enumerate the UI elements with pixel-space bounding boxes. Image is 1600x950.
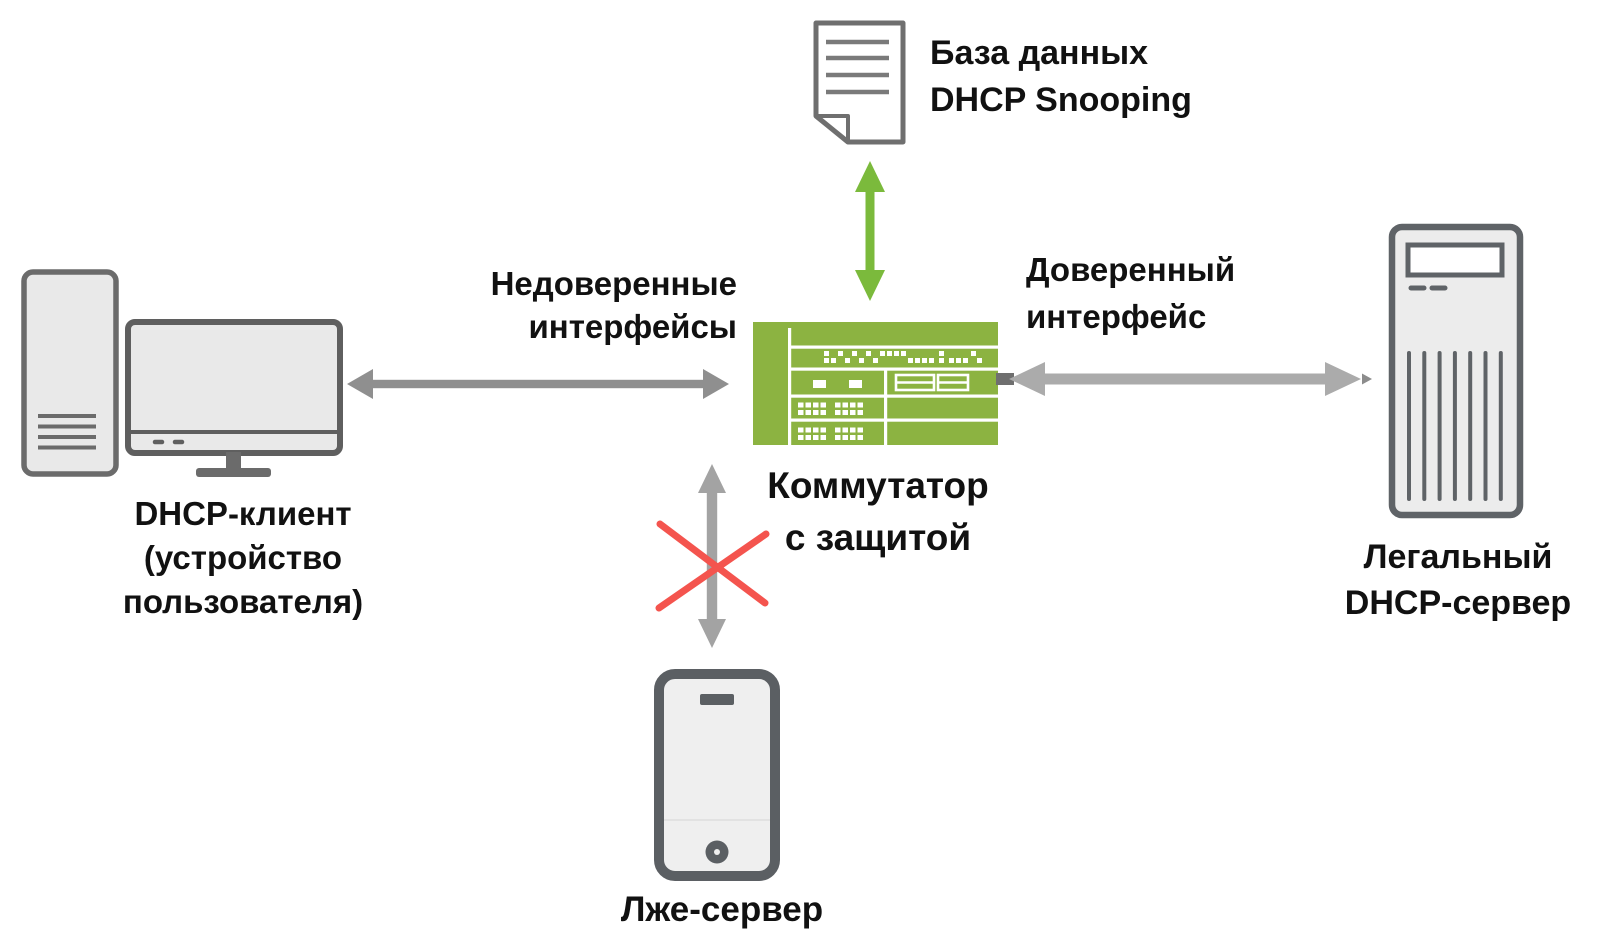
client-label-line2: (устройство bbox=[143, 539, 343, 576]
blocked-rogue-arrow bbox=[698, 464, 726, 648]
database-label: База данных DHCP Snooping bbox=[930, 30, 1192, 124]
server-label-line2: DHCP-сервер bbox=[1344, 584, 1572, 622]
untrusted-interfaces-label: Недоверенные интерфейсы bbox=[437, 262, 737, 348]
trusted-interface-arrow bbox=[996, 362, 1372, 396]
smartphone-icon bbox=[654, 669, 780, 881]
untrusted-interfaces-arrow bbox=[347, 369, 729, 399]
rogue-server-label: Лже-сервер bbox=[597, 889, 847, 931]
trusted-label-line1: Доверенный bbox=[1026, 251, 1236, 288]
trusted-label-line2: интерфейс bbox=[1026, 298, 1207, 335]
document-icon bbox=[813, 20, 906, 145]
switch-label-line2: с защитой bbox=[784, 517, 972, 558]
server-tower-icon bbox=[1388, 223, 1524, 519]
client-label: DHCP-клиент (устройство пользователя) bbox=[68, 492, 418, 624]
server-label: Легальный DHCP-сервер bbox=[1333, 534, 1583, 626]
server-label-line1: Легальный bbox=[1363, 538, 1553, 576]
desktop-computer-icon bbox=[21, 269, 343, 477]
trusted-interface-label: Доверенный интерфейс bbox=[1026, 246, 1235, 340]
client-label-line1: DHCP-клиент bbox=[134, 495, 352, 532]
database-sync-arrow bbox=[855, 161, 885, 301]
database-label-line1: База данных bbox=[930, 34, 1149, 72]
untrusted-label-line2: интерфейсы bbox=[528, 308, 737, 345]
rogue-server-label-line1: Лже-сервер bbox=[620, 890, 824, 929]
untrusted-label-line1: Недоверенные bbox=[490, 265, 737, 302]
switch-label: Коммутатор с защитой bbox=[750, 460, 1006, 564]
switch-label-line1: Коммутатор bbox=[767, 465, 989, 506]
client-label-line3: пользователя) bbox=[122, 583, 364, 620]
blocked-cross-icon bbox=[655, 520, 770, 612]
switch-port-connector bbox=[996, 373, 1014, 385]
server-port-connector bbox=[1362, 373, 1372, 385]
database-label-line2: DHCP Snooping bbox=[930, 81, 1192, 119]
network-switch-icon bbox=[753, 322, 998, 445]
